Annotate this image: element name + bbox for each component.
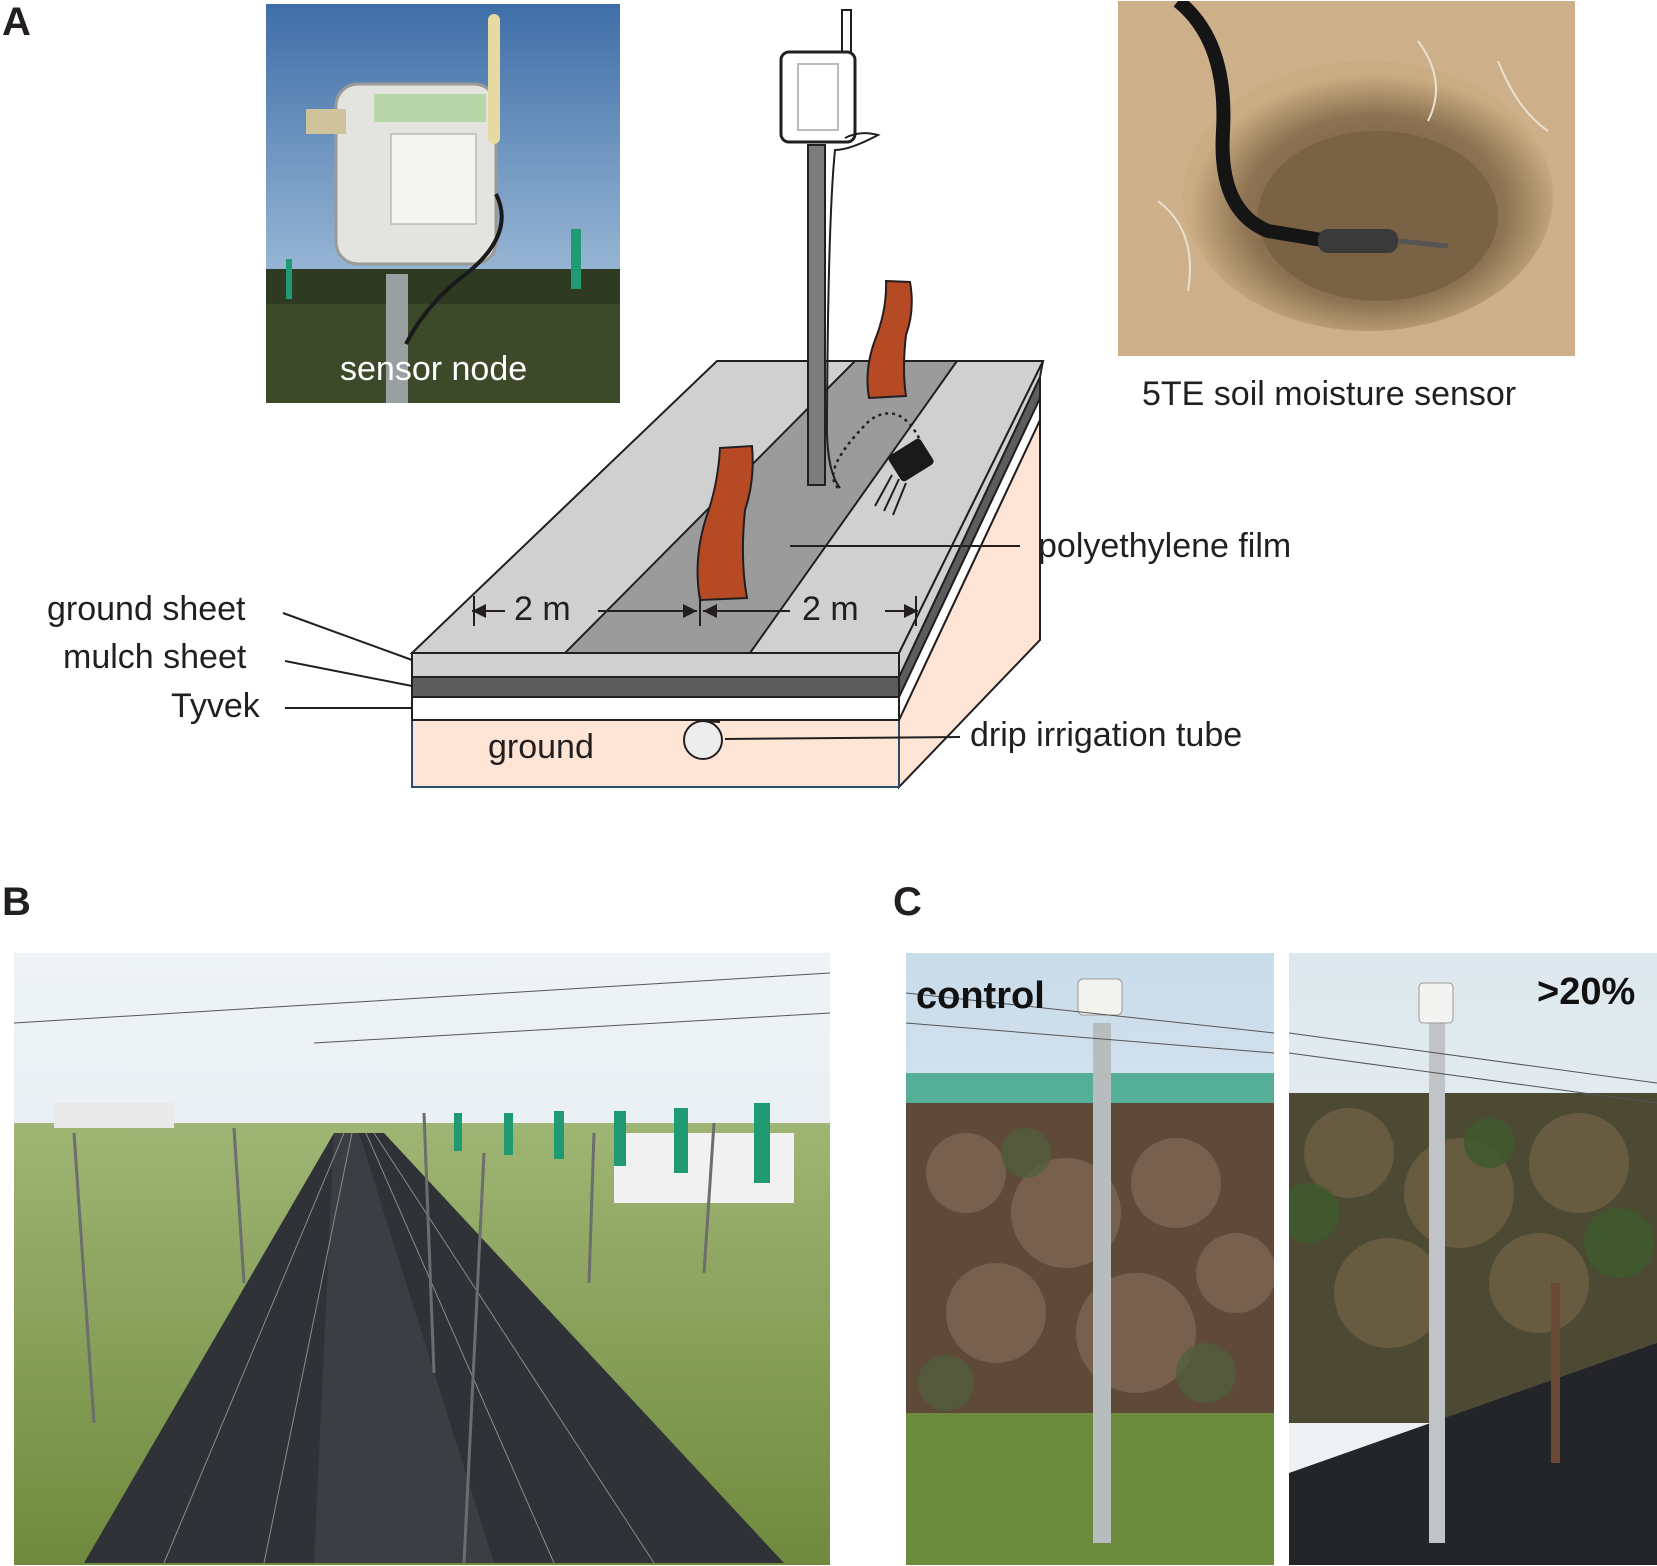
- label-2m-left: 2 m: [514, 590, 571, 628]
- label-polyethylene-film: polyethylene film: [1038, 527, 1292, 565]
- treatment-vine-photo-art: [1289, 953, 1657, 1565]
- sensor-node-photo: sensor node: [266, 4, 620, 403]
- vine-trunk-front: [696, 444, 754, 602]
- sensor-pole: [807, 144, 826, 486]
- panel-letter-c: C: [893, 880, 922, 924]
- sensor-node-caption: sensor node: [340, 350, 528, 388]
- sensor-node-photo-art: [266, 4, 620, 403]
- drip-irrigation-tube: [683, 720, 723, 760]
- label-ground: ground: [488, 728, 594, 766]
- treatment-vine-photo: >20%: [1289, 953, 1657, 1565]
- label-2m-right: 2 m: [802, 590, 859, 628]
- control-vine-photo-art: [906, 953, 1274, 1565]
- ground-sheet-front: [411, 652, 900, 678]
- panel-letter-a: A: [2, 0, 31, 44]
- mulch-sheet-front: [411, 676, 900, 698]
- leader-drip-tube: [724, 736, 961, 740]
- control-caption: control: [916, 975, 1045, 1017]
- label-mulch-sheet: mulch sheet: [63, 638, 247, 676]
- vine-trunk-back: [866, 279, 913, 400]
- treatment-caption: >20%: [1537, 971, 1636, 1013]
- soil-sensor-photo: [1118, 1, 1575, 356]
- label-tyvek: Tyvek: [171, 687, 260, 725]
- label-ground-sheet: ground sheet: [47, 590, 246, 628]
- leader-mulch-sheet: [284, 660, 413, 687]
- sensor-node-box: [779, 50, 857, 144]
- panel-letter-b: B: [2, 880, 31, 924]
- tyvek-front: [411, 696, 900, 721]
- leader-ground-sheet: [282, 612, 413, 661]
- sensor-cable: [832, 412, 922, 489]
- control-vine-photo: control: [906, 953, 1274, 1565]
- soil-sensor-caption: 5TE soil moisture sensor: [1142, 375, 1517, 413]
- label-drip-irrigation-tube: drip irrigation tube: [970, 716, 1243, 754]
- ground-front-face: [411, 719, 900, 788]
- polyethylene-film-strip: [562, 360, 959, 654]
- soil-sensor-probe: [874, 438, 934, 516]
- vineyard-mulch-photo-art: [14, 953, 830, 1565]
- vineyard-mulch-photo: [14, 953, 830, 1565]
- soil-sensor-photo-art: [1118, 1, 1575, 356]
